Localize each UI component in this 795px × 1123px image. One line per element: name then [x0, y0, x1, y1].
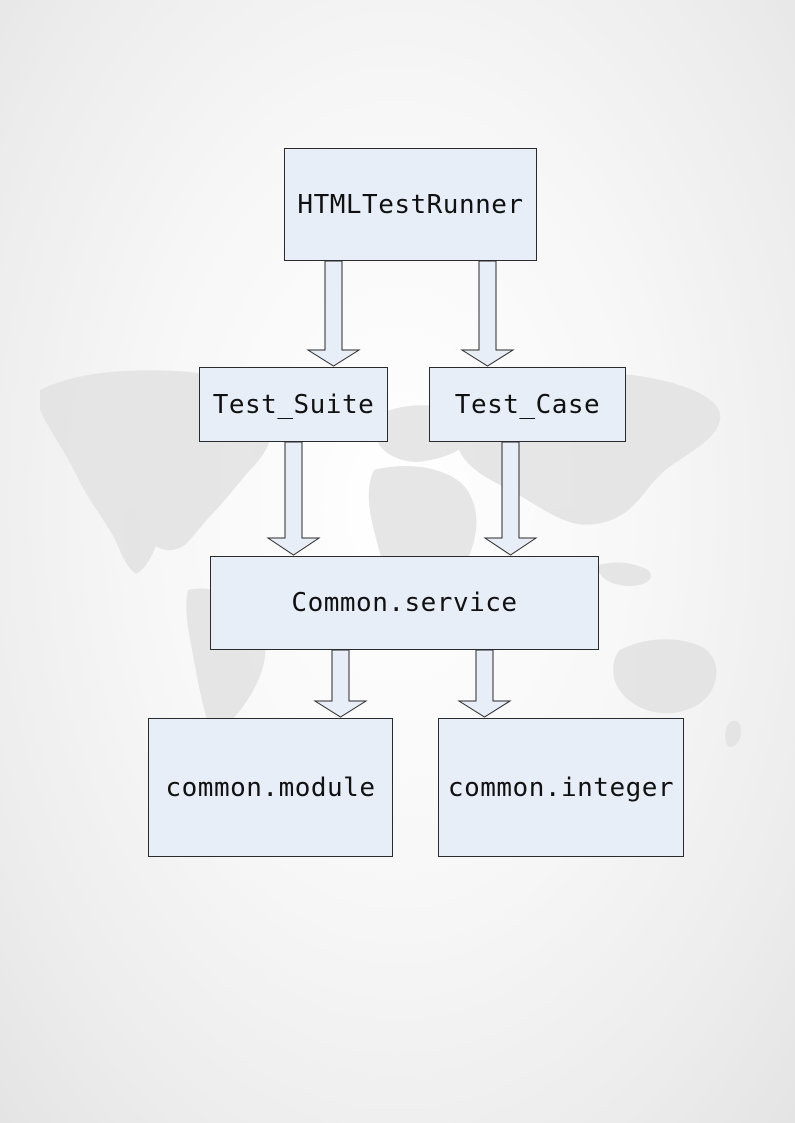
arrow-service-to-module	[313, 649, 368, 718]
node-common-module: common.module	[148, 718, 393, 857]
node-test-suite-label: Test_Suite	[212, 389, 375, 420]
node-test-case-label: Test_Case	[454, 389, 601, 420]
arrow-case-to-service	[483, 441, 538, 556]
node-common-module-label: common.module	[165, 772, 376, 803]
map-new-zealand	[725, 720, 742, 747]
node-common-integer-label: common.integer	[447, 772, 675, 803]
node-test-case: Test_Case	[429, 367, 626, 442]
node-common-integer: common.integer	[438, 718, 684, 857]
node-htmltestrunner-label: HTMLTestRunner	[297, 189, 524, 220]
arrow-runner-to-case	[460, 260, 515, 367]
node-common-service-label: Common.service	[291, 588, 518, 618]
arrow-suite-to-service	[266, 441, 321, 556]
map-australia	[613, 639, 717, 714]
map-indonesia	[596, 562, 651, 586]
node-htmltestrunner: HTMLTestRunner	[284, 148, 537, 261]
arrow-runner-to-suite	[306, 260, 361, 367]
arrow-service-to-integer	[457, 649, 512, 718]
node-test-suite: Test_Suite	[199, 367, 388, 442]
node-common-service: Common.service	[210, 556, 599, 650]
